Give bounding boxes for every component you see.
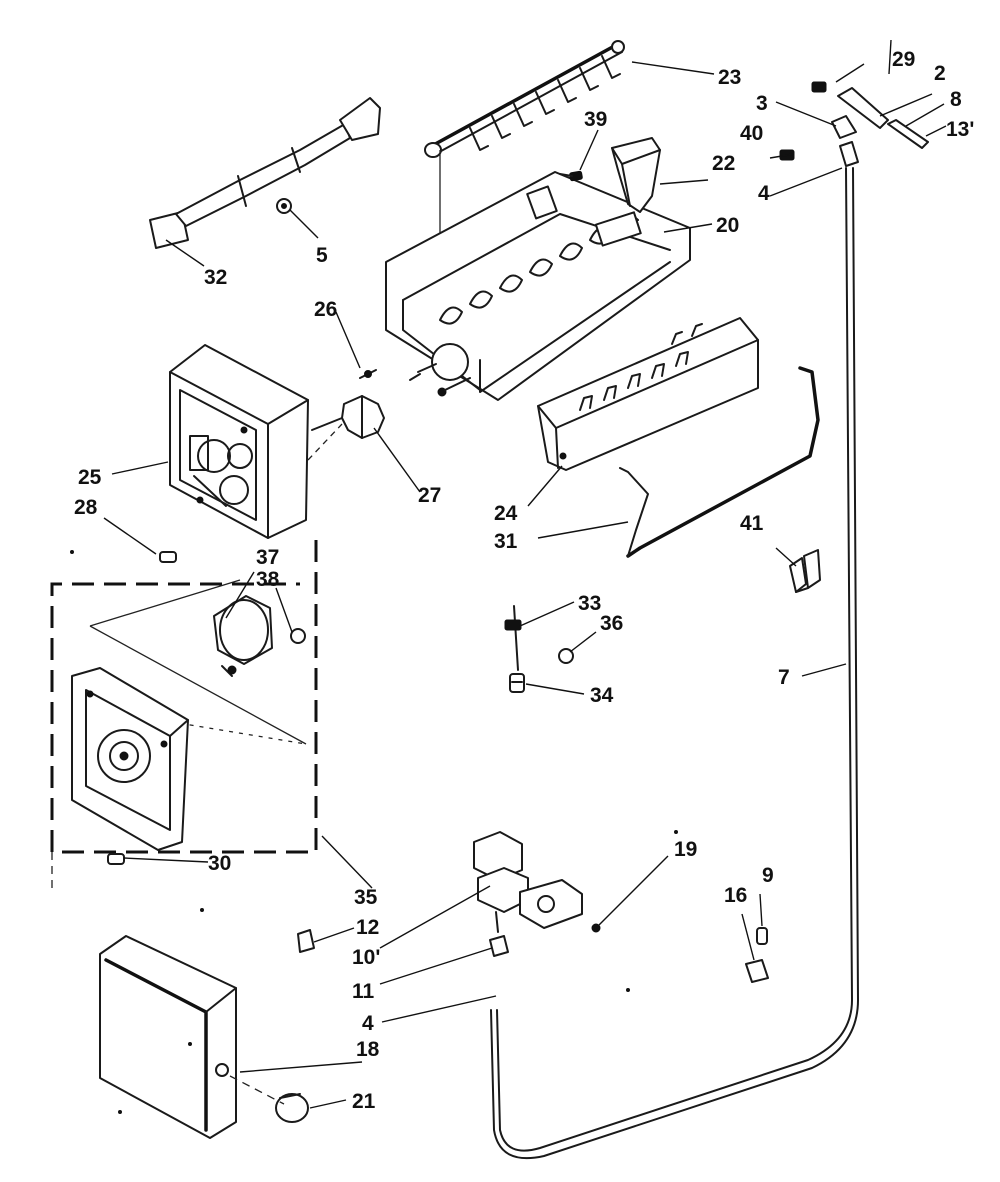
part-21-knob <box>275 1093 309 1123</box>
part-41-clip <box>789 549 821 593</box>
callout-2: 2 <box>934 62 946 85</box>
callout-28: 28 <box>74 496 98 519</box>
part-32-shutoff-arm <box>149 97 381 249</box>
callout-12: 12 <box>356 916 379 939</box>
callout-27: 27 <box>418 484 441 507</box>
part-25-control-housing <box>169 344 309 539</box>
callout-4-bottom: 4 <box>362 1012 374 1035</box>
part-12-plug <box>297 929 315 953</box>
part-23-ejector-rake <box>424 40 625 370</box>
part-31-bail-wire <box>619 366 820 558</box>
part-28-screw <box>159 551 177 563</box>
callout-13: 13' <box>946 118 974 141</box>
part-27-gear <box>311 395 385 439</box>
callout-26: 26 <box>314 298 337 321</box>
callout-4-top: 4 <box>758 182 770 205</box>
callout-21: 21 <box>352 1090 376 1113</box>
print-specks <box>70 550 678 1114</box>
part-9-screw <box>756 927 768 945</box>
callout-labels: 29 2 3 8 13' 40 4 23 39 22 20 32 5 26 25… <box>74 48 974 1113</box>
callout-34: 34 <box>590 684 614 707</box>
part-16-clip <box>745 959 769 983</box>
callout-20: 20 <box>716 214 739 237</box>
part-36-screw <box>558 648 574 664</box>
callout-16: 16 <box>724 884 747 907</box>
part-38-screw <box>290 628 306 644</box>
callout-25: 25 <box>78 466 102 489</box>
callout-32: 32 <box>204 266 227 289</box>
callout-5: 5 <box>316 244 328 267</box>
callout-10: 10' <box>352 946 380 969</box>
part-26-pin <box>359 369 377 379</box>
callout-18: 18 <box>356 1038 380 1061</box>
callout-29: 29 <box>892 48 915 71</box>
part-24-mold-cover <box>537 317 759 471</box>
part-39-screw <box>559 170 583 182</box>
callout-39: 39 <box>584 108 607 131</box>
part-11-nut <box>489 935 509 957</box>
callout-30: 30 <box>208 852 231 875</box>
part-20-ice-mold <box>385 171 691 401</box>
callout-23: 23 <box>718 66 741 89</box>
part-35-motor-assembly <box>50 540 318 890</box>
callout-40: 40 <box>740 122 763 145</box>
part-7-water-tube <box>490 167 859 1160</box>
callout-37: 37 <box>256 546 279 569</box>
part-fill-fittings <box>779 81 929 167</box>
part-30-screw <box>107 853 125 865</box>
callout-19: 19 <box>674 838 697 861</box>
part-10-water-valve <box>473 831 601 933</box>
callout-38: 38 <box>256 568 280 591</box>
part-22-bracket <box>611 137 661 213</box>
part-33-clamp <box>504 605 522 671</box>
callout-24: 24 <box>494 502 518 525</box>
callout-35: 35 <box>354 886 378 909</box>
callout-36: 36 <box>600 612 623 635</box>
callout-31: 31 <box>494 530 518 553</box>
part-5-nut <box>276 198 292 214</box>
callout-9: 9 <box>762 864 774 887</box>
callout-22: 22 <box>712 152 735 175</box>
callout-33: 33 <box>578 592 601 615</box>
leader-lines <box>103 39 947 1109</box>
callout-41: 41 <box>740 512 764 535</box>
callout-3: 3 <box>756 92 768 115</box>
callout-8: 8 <box>950 88 962 111</box>
part-18-cover-box <box>99 935 237 1139</box>
callout-7: 7 <box>778 666 790 689</box>
callout-11: 11 <box>352 980 375 1003</box>
part-34-screw <box>509 673 525 693</box>
